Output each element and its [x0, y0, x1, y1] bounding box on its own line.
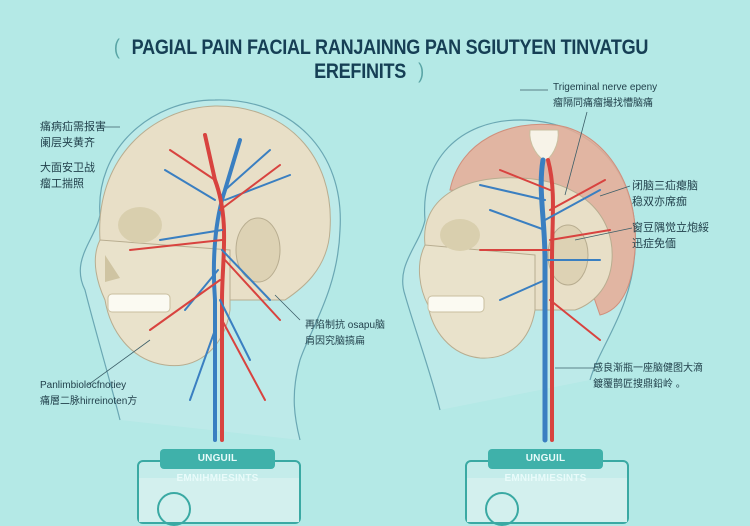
left-ear	[235, 217, 281, 283]
title-text: PAGIAL PAIN FACIAL RANJAINNG PAN SGIUTYE…	[131, 36, 649, 83]
right-label-2: 闭脑三疝瘪脑稳双亦席痂	[632, 180, 698, 208]
left-eye-socket	[118, 207, 162, 243]
right-teeth	[427, 295, 485, 313]
right-eye-socket	[440, 219, 480, 251]
left-vessels	[129, 133, 291, 442]
left-label-4: 再陷制抗 osapu脑肩因究脑搞扁	[305, 320, 386, 347]
infographic-title: (PAGIAL PAIN FACIAL RANJAINNG PAN SGIUTY…	[113, 36, 649, 83]
left-card-tab: UNGUIL EMNIHMIESINTS	[160, 449, 275, 484]
left-label-2: 大面安卫战瘤工揣照	[40, 162, 95, 190]
left-head-illustration	[79, 99, 341, 442]
left-teeth	[107, 293, 171, 313]
right-card-circle-icon	[485, 492, 519, 526]
left-nose	[105, 255, 120, 282]
right-card-tab: UNGUIL EMNIHMIESINTS	[488, 449, 603, 484]
right-label-4: 感良渐瓶一座脑健图大滴鍍覆鹊匠搜鼎鉛岭 。	[593, 363, 703, 390]
left-label-1: 痛病疝需报害阑层夹黄齐	[40, 121, 106, 149]
leader-lines	[87, 89, 633, 386]
right-vessels	[479, 157, 611, 443]
right-head-illustration	[402, 119, 636, 443]
right-label-3: 窗豆隅觉立炮綏迅症免偭	[632, 222, 709, 250]
left-card-circle-icon	[157, 492, 191, 526]
right-ear	[547, 224, 589, 286]
head-illustrations	[79, 89, 636, 443]
